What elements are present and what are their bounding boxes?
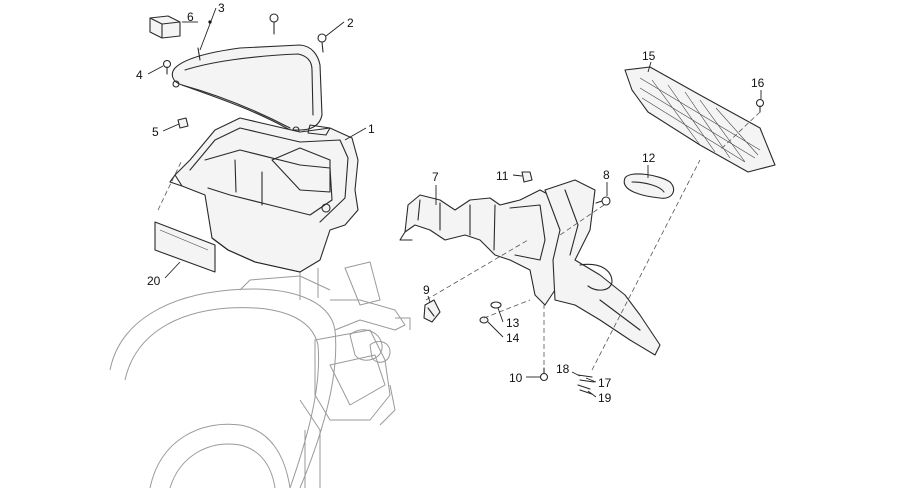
part-15-plate-holder: [624, 66, 776, 173]
callout-14: 14: [506, 331, 520, 345]
callout-9: 9: [423, 283, 430, 297]
part-6-pad: [149, 15, 181, 39]
assembly-lines: [157, 111, 761, 371]
callout-20: 20: [147, 274, 161, 288]
part-7-license-bracket: [399, 189, 566, 306]
callout-12: 12: [642, 151, 656, 165]
callout-11: 11: [496, 169, 509, 183]
callout-7: 7: [432, 170, 439, 184]
callouts: 1 2 3 4 5 6 7 8 9 10 11 12: [136, 1, 765, 405]
fasteners-rear: [423, 98, 765, 395]
callout-4: 4: [136, 68, 143, 82]
part-1-storage-bin: [169, 117, 359, 273]
callout-6: 6: [187, 10, 194, 24]
callout-17: 17: [598, 376, 612, 390]
callout-13: 13: [506, 316, 520, 330]
callout-2: 2: [347, 16, 354, 30]
part-12-reflector: [623, 173, 675, 199]
callout-8: 8: [603, 168, 610, 182]
callout-19: 19: [598, 391, 612, 405]
callout-15: 15: [642, 49, 656, 63]
scooter-frame-ghost: [109, 261, 411, 488]
callout-10: 10: [509, 371, 523, 385]
part-20-sticker: [154, 221, 216, 273]
part-mudguard-flap: [544, 179, 661, 356]
callout-18: 18: [556, 362, 570, 376]
callout-1: 1: [368, 122, 375, 136]
part-3-storage-lid: [171, 44, 323, 134]
callout-16: 16: [751, 76, 765, 90]
callout-5: 5: [152, 125, 159, 139]
fasteners-top: [162, 13, 327, 129]
callout-3: 3: [218, 1, 225, 15]
